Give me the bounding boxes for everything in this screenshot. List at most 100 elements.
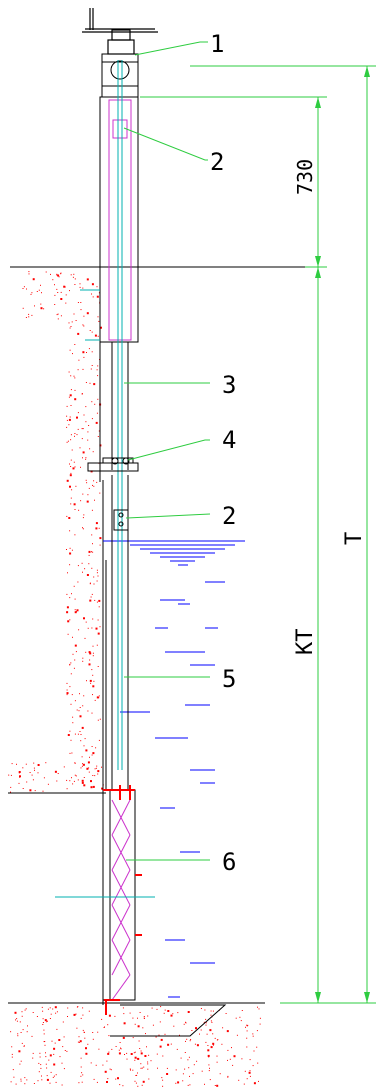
concrete-speck: [82, 1014, 84, 1016]
concrete-speck: [40, 1067, 42, 1069]
concrete-speck: [23, 1045, 25, 1047]
concrete-speck: [82, 368, 84, 370]
concrete-speck: [99, 537, 102, 540]
concrete-speck: [145, 1033, 146, 1035]
concrete-speck: [91, 283, 94, 286]
concrete-speck: [22, 788, 24, 789]
concrete-speck: [200, 1008, 202, 1009]
concrete-speck: [69, 485, 71, 488]
concrete-speck: [41, 292, 42, 294]
concrete-speck: [219, 1073, 221, 1075]
concrete-speck: [66, 419, 68, 421]
concrete-speck: [54, 1042, 56, 1044]
concrete-speck: [187, 1059, 189, 1061]
concrete-speck: [51, 1040, 53, 1042]
concrete-speck: [55, 1081, 57, 1083]
concrete-speck: [97, 1031, 99, 1033]
concrete-speck: [147, 1063, 149, 1065]
concrete-speck: [155, 1036, 157, 1038]
concrete-speck: [85, 621, 87, 623]
concrete-speck: [32, 1057, 34, 1059]
concrete-speck: [29, 789, 32, 792]
concrete-speck: [82, 657, 84, 659]
concrete-speck: [208, 1070, 210, 1072]
concrete-speck: [56, 273, 58, 275]
concrete-speck: [20, 1060, 22, 1062]
concrete-speck: [147, 1061, 149, 1063]
concrete-speck: [152, 1024, 154, 1026]
concrete-speck: [97, 398, 99, 400]
concrete-speck: [86, 312, 89, 315]
concrete-speck: [70, 434, 72, 436]
concrete-speck: [88, 651, 91, 654]
concrete-speck: [92, 551, 94, 553]
concrete-speck: [129, 1012, 131, 1014]
concrete-speck: [147, 1015, 149, 1017]
concrete-speck: [58, 1039, 61, 1041]
concrete-speck: [16, 1020, 18, 1022]
concrete-speck: [212, 1033, 214, 1035]
concrete-speck: [83, 777, 85, 778]
concrete-speck: [140, 1063, 142, 1065]
concrete-speck: [48, 1059, 50, 1061]
concrete-speck: [74, 466, 76, 468]
concrete-speck: [206, 1033, 208, 1035]
concrete-speck: [143, 1066, 145, 1068]
concrete-speck: [87, 494, 89, 496]
concrete-speck: [92, 543, 93, 545]
concrete-speck: [24, 1009, 26, 1011]
concrete-speck: [211, 1021, 213, 1023]
dim-730: 730: [293, 159, 317, 195]
concrete-speck: [141, 1084, 143, 1086]
concrete-speck: [209, 1029, 212, 1032]
concrete-speck: [62, 1021, 64, 1023]
concrete-speck: [71, 449, 73, 451]
concrete-speck: [13, 1076, 15, 1078]
concrete-speck: [187, 1011, 190, 1013]
concrete-speck: [141, 1067, 143, 1069]
concrete-speck: [40, 1064, 42, 1066]
callout-5: 5: [222, 665, 236, 693]
concrete-speck: [88, 554, 90, 556]
concrete-speck: [248, 1071, 251, 1074]
concrete-speck: [34, 769, 35, 771]
concrete-speck: [205, 1024, 207, 1026]
concrete-speck: [86, 500, 89, 503]
concrete-speck: [76, 609, 79, 612]
concrete-speck: [81, 1072, 83, 1074]
concrete-speck: [75, 651, 77, 653]
concrete-speck: [24, 1077, 26, 1079]
concrete-speck: [56, 274, 58, 276]
concrete-speck: [18, 782, 20, 784]
concrete-speck: [74, 284, 76, 285]
concrete-speck: [76, 434, 78, 436]
concrete-speck: [74, 598, 76, 600]
concrete-speck: [126, 1058, 128, 1060]
concrete-speck: [163, 1012, 165, 1014]
concrete-speck: [56, 1011, 58, 1013]
concrete-speck: [159, 1045, 162, 1048]
concrete-speck: [43, 308, 45, 310]
concrete-speck: [103, 1027, 105, 1028]
concrete-speck: [70, 389, 72, 391]
concrete-speck: [70, 274, 72, 276]
concrete-speck: [81, 393, 83, 394]
concrete-speck: [67, 620, 70, 623]
concrete-speck: [70, 459, 72, 461]
concrete-speck: [73, 273, 75, 275]
concrete-speck: [82, 571, 83, 573]
concrete-speck: [70, 497, 72, 499]
concrete-speck: [89, 330, 91, 331]
concrete-speck: [79, 1040, 82, 1043]
concrete-speck: [120, 1048, 122, 1050]
concrete-speck: [209, 1067, 210, 1069]
concrete-speck: [92, 645, 94, 647]
concrete-speck: [8, 774, 10, 776]
concrete-speck: [74, 398, 77, 401]
concrete-speck: [45, 271, 47, 273]
concrete-speck: [122, 1007, 124, 1009]
concrete-speck: [60, 273, 62, 275]
concrete-speck: [214, 1037, 216, 1039]
concrete-speck: [78, 1041, 80, 1043]
concrete-speck: [89, 599, 92, 602]
